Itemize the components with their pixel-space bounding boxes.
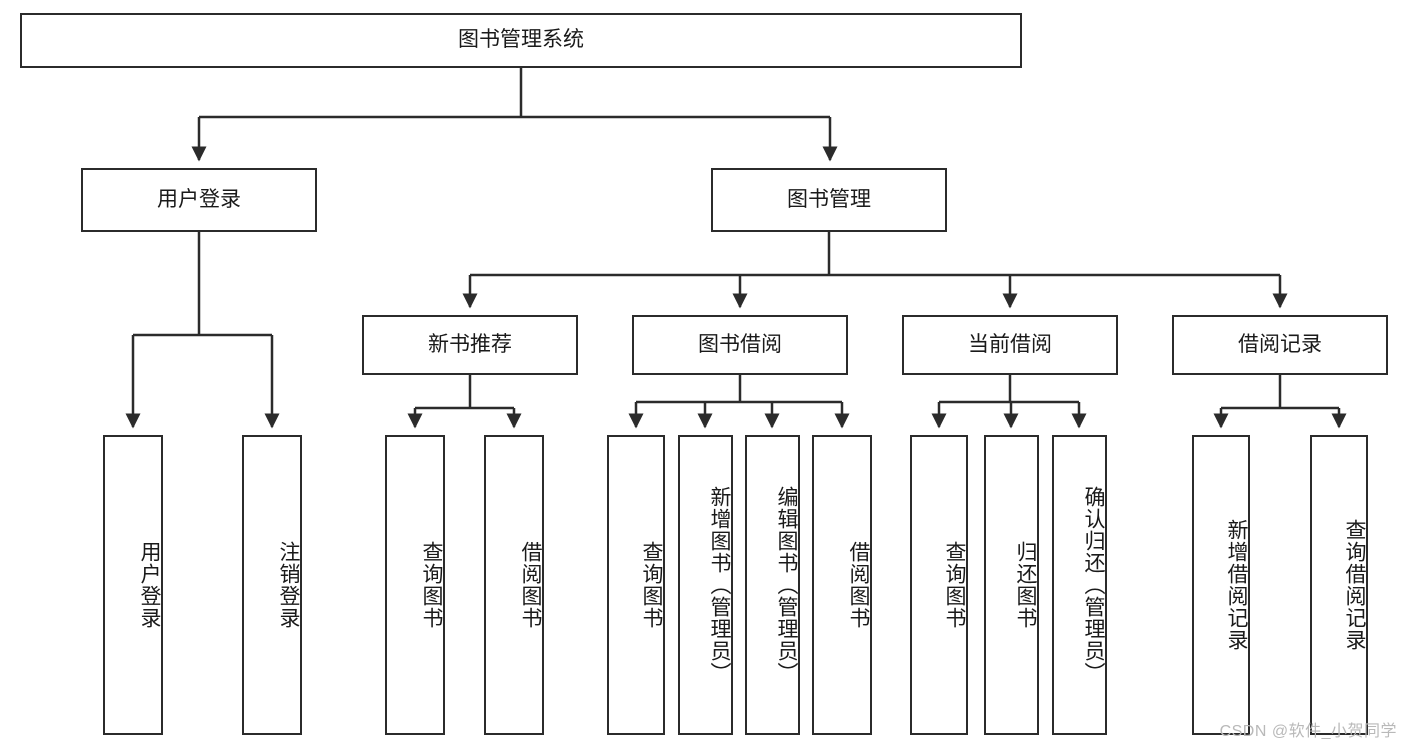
node-leaf-6[interactable]: 新增图书（管理员）: [678, 435, 733, 735]
node-leaf-5-label: 查询图书: [640, 541, 663, 629]
node-leaf-7-label: 编辑图书（管理员）: [775, 486, 798, 684]
node-level3-2[interactable]: 图书借阅: [632, 315, 848, 375]
csdn-watermark: CSDN @软件_小贺同学: [1219, 723, 1397, 740]
node-level3-1-label: 新书推荐: [428, 332, 512, 356]
node-leaf-3-label: 查询图书: [420, 541, 443, 629]
node-root[interactable]: 图书管理系统: [20, 13, 1022, 68]
node-leaf-12-label: 新增借阅记录: [1225, 519, 1248, 651]
node-level2-1[interactable]: 用户登录: [81, 168, 317, 232]
node-leaf-8-label: 借阅图书: [847, 541, 870, 629]
node-leaf-4[interactable]: 借阅图书: [484, 435, 544, 735]
node-level3-2-label: 图书借阅: [698, 332, 782, 356]
node-leaf-9-label: 查询图书: [943, 541, 966, 629]
node-leaf-11[interactable]: 确认归还（管理员）: [1052, 435, 1107, 735]
node-leaf-3[interactable]: 查询图书: [385, 435, 445, 735]
node-leaf-2-label: 注销登录: [277, 541, 300, 629]
node-leaf-13-label: 查询借阅记录: [1343, 519, 1366, 651]
node-level2-2-label: 图书管理: [787, 187, 871, 211]
node-leaf-2[interactable]: 注销登录: [242, 435, 302, 735]
node-leaf-1[interactable]: 用户登录: [103, 435, 163, 735]
node-leaf-8[interactable]: 借阅图书: [812, 435, 872, 735]
node-level2-2[interactable]: 图书管理: [711, 168, 947, 232]
node-leaf-12[interactable]: 新增借阅记录: [1192, 435, 1250, 735]
node-level3-3[interactable]: 当前借阅: [902, 315, 1118, 375]
node-leaf-11-label: 确认归还（管理员）: [1082, 486, 1105, 684]
node-leaf-7[interactable]: 编辑图书（管理员）: [745, 435, 800, 735]
node-level3-3-label: 当前借阅: [968, 332, 1052, 356]
node-level3-4-label: 借阅记录: [1238, 332, 1322, 356]
node-leaf-13[interactable]: 查询借阅记录: [1310, 435, 1368, 735]
node-level2-1-label: 用户登录: [157, 187, 241, 211]
node-leaf-5[interactable]: 查询图书: [607, 435, 665, 735]
node-root-label: 图书管理系统: [458, 28, 584, 52]
node-level3-4[interactable]: 借阅记录: [1172, 315, 1388, 375]
node-leaf-9[interactable]: 查询图书: [910, 435, 968, 735]
node-level3-1[interactable]: 新书推荐: [362, 315, 578, 375]
node-leaf-10-label: 归还图书: [1014, 541, 1037, 629]
node-leaf-1-label: 用户登录: [138, 541, 161, 629]
node-leaf-4-label: 借阅图书: [519, 541, 542, 629]
node-leaf-10[interactable]: 归还图书: [984, 435, 1039, 735]
node-leaf-6-label: 新增图书（管理员）: [708, 486, 731, 684]
